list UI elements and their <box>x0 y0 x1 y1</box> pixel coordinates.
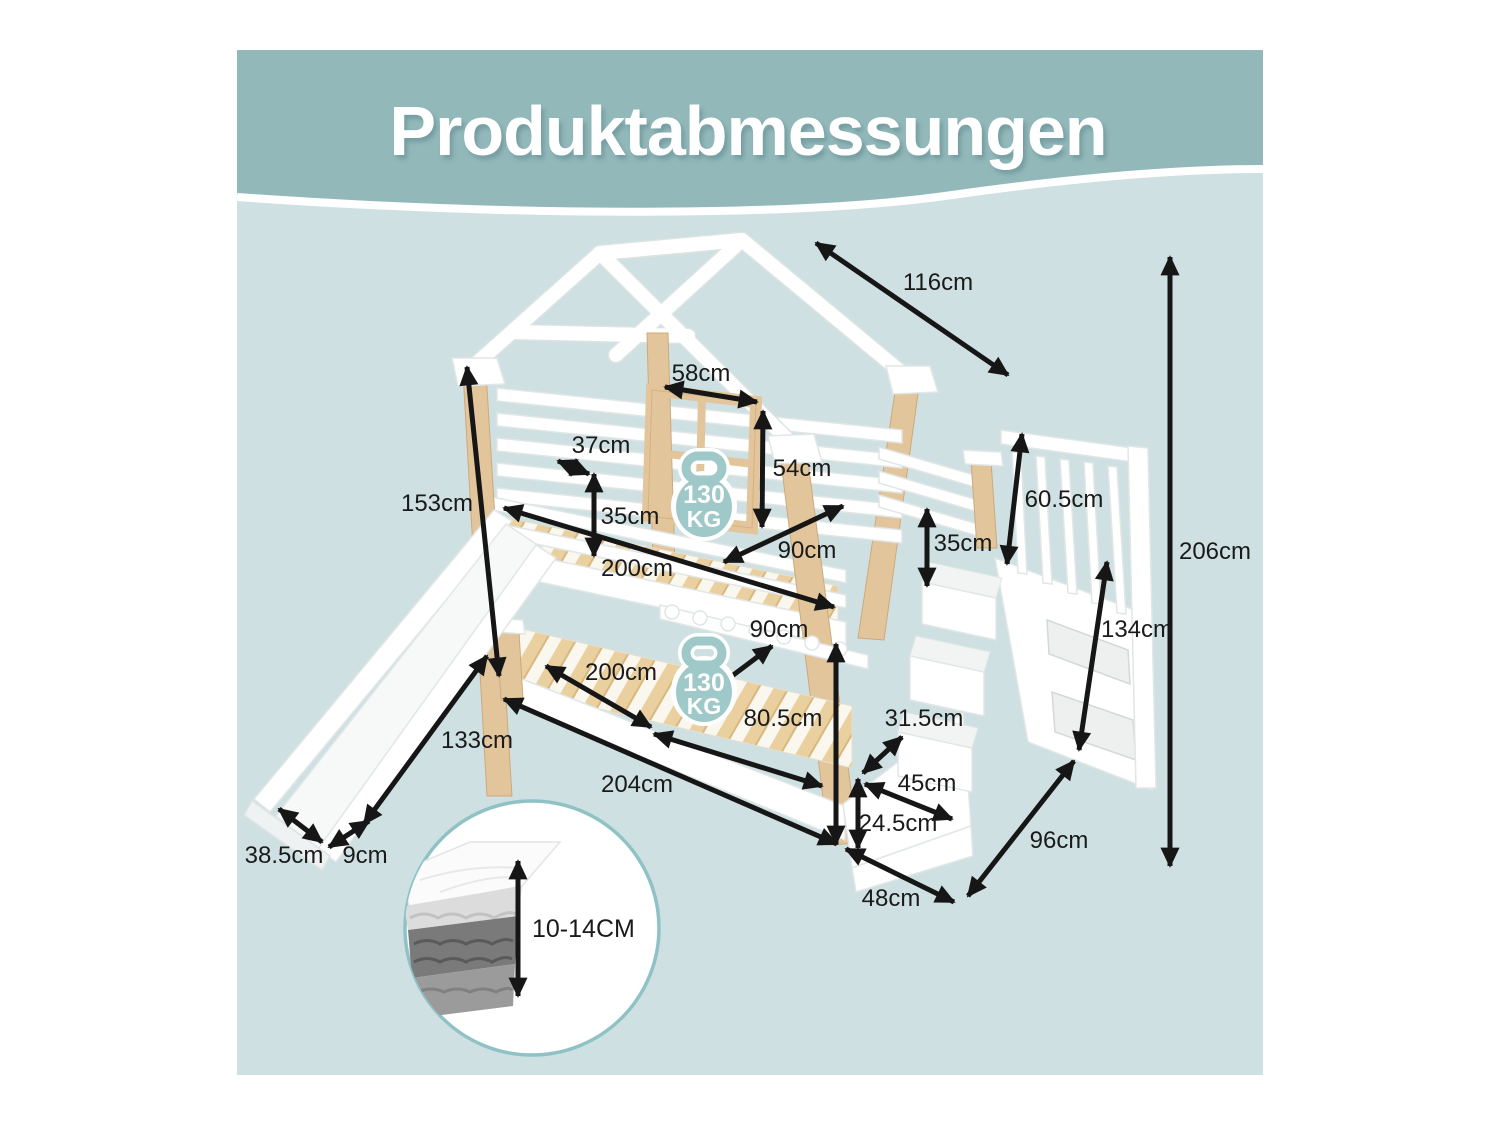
upper-weight-unit: KG <box>687 506 722 532</box>
label-loft-height: 153cm <box>401 490 473 517</box>
header-band <box>237 50 1263 211</box>
label-right-rail-height: 35cm <box>934 530 993 557</box>
label-slide-end-height: 9cm <box>342 842 387 869</box>
label-slide-length: 133cm <box>441 727 513 754</box>
header-wave-stripe <box>236 165 1264 216</box>
arrow-slide-length <box>361 654 490 826</box>
roof-cap-left <box>451 357 507 387</box>
weight-badge-lower: 130 KG <box>671 633 737 726</box>
stair-rail-post <box>1127 445 1157 789</box>
dimension-arrows <box>277 240 1180 905</box>
stair-riser <box>921 581 997 641</box>
arrow-stair-step-width <box>863 781 954 822</box>
arrow-total-length <box>502 696 839 847</box>
label-mattress-height: 10-14CM <box>532 915 635 943</box>
label-footboard-width: 48cm <box>862 885 921 912</box>
page-title: Produktabmessungen <box>389 92 1106 170</box>
roof-cap-right <box>767 433 823 465</box>
arrow-slide-end-height <box>327 818 371 850</box>
lower-rear-rail <box>659 604 869 670</box>
label-bed-depth: 96cm <box>1030 827 1089 854</box>
arrow-window-width <box>663 380 759 409</box>
arrow-headboard-gap <box>556 458 591 477</box>
label-stair-step-depth: 31.5cm <box>885 705 964 732</box>
weight-badge-upper: 130 KG <box>671 448 737 541</box>
stair-riser <box>909 655 985 717</box>
label-window-width: 58cm <box>672 360 731 387</box>
label-lower-bed-width: 90cm <box>750 616 809 643</box>
lower-left-leg <box>496 631 524 701</box>
upper-weight-value: 130 <box>683 481 725 509</box>
arrow-upper-bed-length <box>502 504 836 611</box>
stair-baluster <box>1035 455 1053 585</box>
label-total-height: 206cm <box>1179 538 1251 565</box>
label-lower-bed-length: 200cm <box>585 659 657 686</box>
label-upper-rail-height: 35cm <box>601 503 660 530</box>
arrow-loft-height <box>459 365 507 678</box>
mattress-inset: 10-14CM <box>403 799 661 1057</box>
arrow-stair-rail-height <box>999 432 1030 566</box>
label-headboard-gap: 37cm <box>572 432 631 459</box>
label-upper-bed-length: 200cm <box>601 555 673 582</box>
arrow-stair-height <box>1072 560 1114 752</box>
arrow-slide-end-width <box>277 807 324 844</box>
label-stair-step-width: 45cm <box>898 770 957 797</box>
stair-post-cap <box>962 449 1004 467</box>
arrow-window-height <box>752 409 773 529</box>
arrow-stair-step-depth <box>861 735 904 775</box>
label-slide-end-width: 38.5cm <box>245 842 324 869</box>
arrow-upper-bed-width <box>722 503 845 565</box>
dimension-labels: 116cm 58cm 37cm 54cm 153cm 35cm 200cm 90… <box>245 269 1251 912</box>
stair-baluster <box>1107 465 1127 615</box>
lower-weight-unit: KG <box>687 693 722 719</box>
label-total-length: 204cm <box>601 771 673 798</box>
label-stair-height: 134cm <box>1101 616 1173 643</box>
arrow-footboard-width <box>844 846 956 905</box>
label-under-bed-clearance: 24.5cm <box>859 810 938 837</box>
lower-weight-value: 130 <box>683 669 725 697</box>
label-window-height: 54cm <box>773 455 832 482</box>
label-bunk-clearance: 80.5cm <box>744 705 823 732</box>
label-upper-bed-width: 90cm <box>778 537 837 564</box>
arrow-bed-depth <box>966 759 1076 898</box>
label-roof-depth: 116cm <box>903 269 973 296</box>
roof-cap-rear <box>885 365 940 395</box>
arrow-roof-depth <box>814 240 1010 378</box>
label-stair-rail-height: 60.5cm <box>1025 486 1104 513</box>
mattress-photo <box>405 841 562 1018</box>
